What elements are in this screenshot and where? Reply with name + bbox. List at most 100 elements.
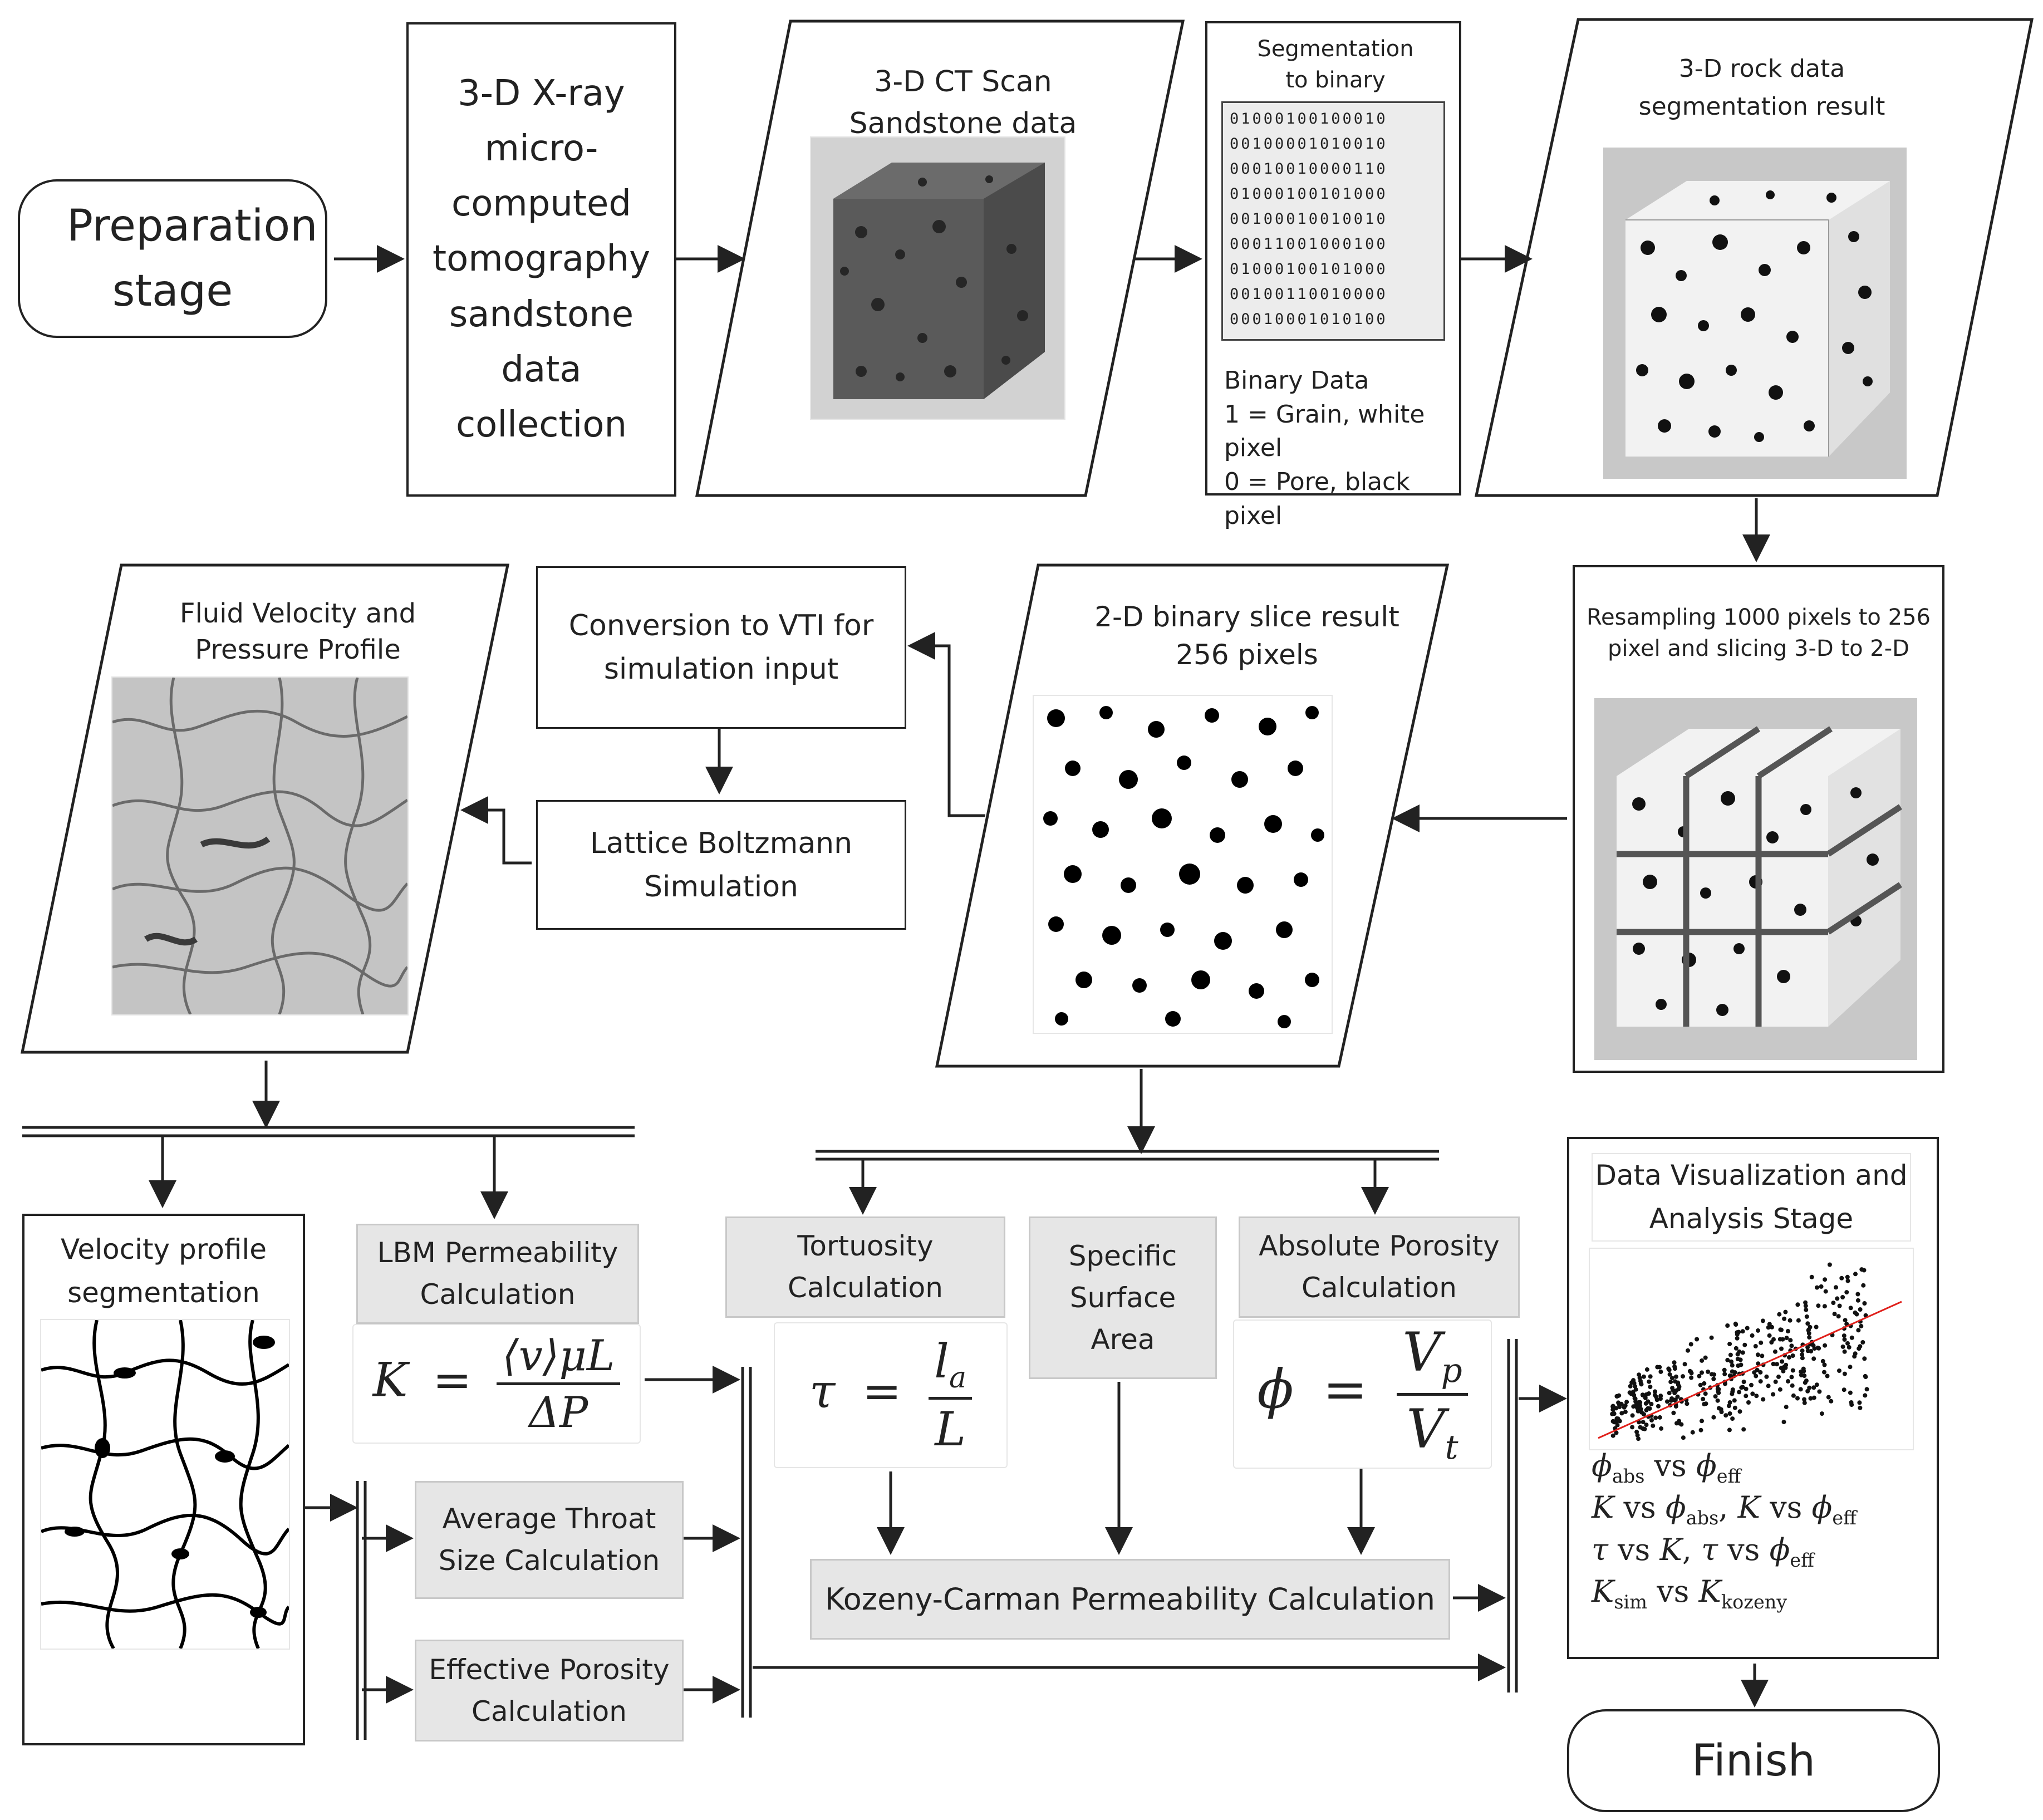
scatter-point — [1672, 1360, 1677, 1365]
seg-result-cube-image — [1603, 148, 1907, 479]
scatter-point — [1722, 1367, 1727, 1372]
scatter-point — [1719, 1410, 1724, 1414]
scatter-point — [1733, 1321, 1738, 1326]
scatter-point — [1633, 1387, 1638, 1392]
throat-label: Average Throat Size Calculation — [438, 1503, 660, 1577]
scatter-point — [1657, 1415, 1662, 1420]
ssa-box: Specific Surface Area — [1029, 1216, 1217, 1379]
scatter-point — [1735, 1357, 1740, 1361]
scatter-point — [1860, 1340, 1865, 1345]
scatter-point — [1727, 1342, 1732, 1346]
scatter-point — [1777, 1312, 1782, 1317]
scatter-point — [1659, 1426, 1664, 1431]
scatter-point — [1647, 1406, 1652, 1411]
scatter-point — [1742, 1342, 1747, 1347]
scatter-point — [1744, 1386, 1749, 1391]
scatter-point — [1853, 1310, 1858, 1315]
scatter-point — [1735, 1332, 1740, 1337]
binary-row: 01000100101000 — [1230, 261, 1388, 278]
scatter-point — [1783, 1309, 1788, 1314]
seg-result-shape — [1474, 18, 2034, 497]
ct-scan-shape — [695, 19, 1185, 497]
scatter-point — [1840, 1295, 1845, 1299]
plot-item: Ksim vs Kkozeny — [1592, 1573, 1787, 1613]
scatter-point — [1648, 1385, 1653, 1389]
scatter-point — [1788, 1338, 1793, 1343]
scatter-point — [1644, 1422, 1649, 1427]
scatter-point — [1732, 1405, 1737, 1410]
eff-por-label: Effective Porosity Calculation — [429, 1653, 670, 1728]
binary-row: 00010001010100 — [1230, 311, 1388, 328]
binary-row: 00100010010010 — [1230, 210, 1388, 228]
formula-denominator: Vt — [1406, 1397, 1458, 1467]
abs-por-formula: ϕ = Vp Vt — [1233, 1319, 1492, 1469]
scatter-point — [1703, 1391, 1708, 1396]
scatter-point — [1775, 1362, 1779, 1367]
scatter-point — [1843, 1318, 1848, 1323]
scatter-point — [1690, 1430, 1695, 1435]
scatter-point — [1760, 1318, 1765, 1323]
scatter-point — [1815, 1285, 1819, 1290]
scatter-plot-image — [1589, 1248, 1914, 1450]
abs-por-box: Absolute Porosity Calculation — [1239, 1216, 1520, 1318]
scatter-point — [1649, 1401, 1654, 1406]
scatter-point — [1760, 1353, 1765, 1358]
scatter-point — [1730, 1391, 1735, 1396]
scatter-point — [1726, 1404, 1731, 1409]
scatter-point — [1814, 1324, 1819, 1330]
scatter-point — [1746, 1400, 1751, 1405]
scatter-point — [1784, 1336, 1789, 1341]
scatter-point — [1750, 1333, 1755, 1338]
scatter-point — [1651, 1423, 1656, 1428]
formula-lhs: ϕ — [1257, 1358, 1294, 1421]
scatter-point — [1789, 1375, 1794, 1380]
scatter-point — [1845, 1274, 1850, 1279]
scatter-point — [1853, 1351, 1858, 1356]
scatter-point — [1811, 1395, 1816, 1400]
scatter-point — [1634, 1429, 1639, 1434]
scatter-point — [1669, 1376, 1674, 1381]
scatter-point — [1841, 1387, 1846, 1392]
scatter-point — [1730, 1363, 1735, 1368]
scatter-point — [1750, 1391, 1755, 1396]
scatter-point — [1716, 1387, 1721, 1392]
throat-box: Average Throat Size Calculation — [415, 1481, 684, 1599]
scatter-point — [1861, 1283, 1866, 1288]
binary-row: 00100001010010 — [1230, 135, 1388, 153]
scatter-point — [1682, 1362, 1687, 1367]
scatter-point — [1700, 1370, 1704, 1375]
scatter-point — [1826, 1395, 1831, 1400]
scatter-point — [1614, 1430, 1619, 1435]
scatter-point — [1749, 1382, 1754, 1387]
scatter-point — [1863, 1373, 1868, 1379]
scatter-point — [1767, 1322, 1772, 1327]
scatter-point — [1703, 1355, 1708, 1360]
scatter-point — [1619, 1411, 1624, 1416]
velocity-field-image — [111, 676, 409, 1016]
scatter-point — [1837, 1368, 1841, 1373]
scatter-point — [1630, 1425, 1635, 1430]
scatter-point — [1832, 1312, 1837, 1317]
tortuosity-formula: τ = la L — [774, 1322, 1008, 1468]
scatter-point — [1623, 1409, 1628, 1414]
scatter-point — [1784, 1362, 1789, 1367]
scatter-point — [1745, 1326, 1750, 1331]
scatter-point — [1739, 1385, 1744, 1390]
scatter-point — [1638, 1406, 1643, 1411]
scatter-point — [1638, 1403, 1643, 1408]
scatter-point — [1741, 1380, 1746, 1384]
scatter-point — [1637, 1400, 1642, 1405]
scatter-point — [1766, 1325, 1771, 1330]
scatter-point — [1800, 1348, 1805, 1353]
scatter-point — [1791, 1393, 1796, 1398]
scatter-point — [1735, 1336, 1740, 1341]
scatter-point — [1688, 1342, 1693, 1347]
scatter-point — [1764, 1374, 1769, 1379]
scatter-point — [1831, 1301, 1836, 1306]
scatter-point — [1845, 1341, 1850, 1346]
plot-item: τ vs K, τ vs ϕeff — [1592, 1532, 1814, 1571]
scatter-point — [1842, 1371, 1847, 1376]
scatter-point — [1617, 1419, 1622, 1424]
ct-scan-cube-image — [810, 136, 1065, 420]
